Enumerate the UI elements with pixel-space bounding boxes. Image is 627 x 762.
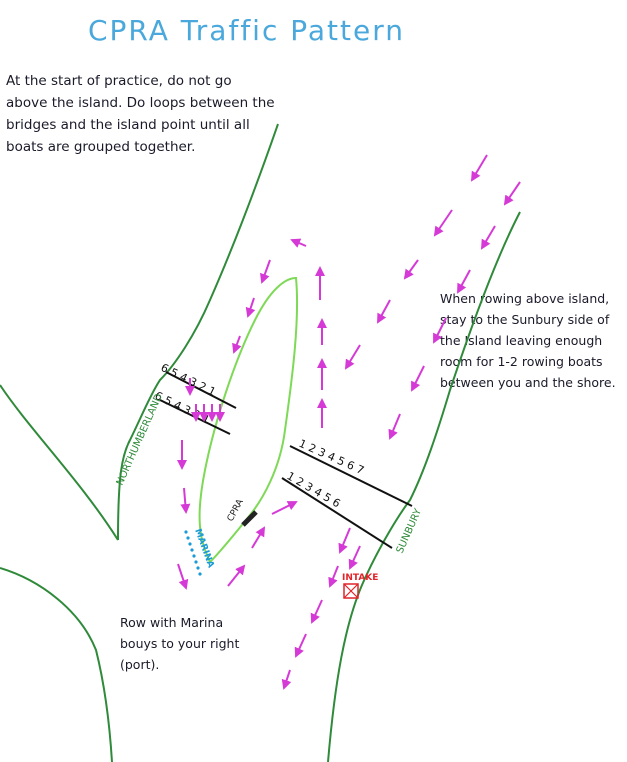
traffic-arrow	[251, 526, 266, 549]
label-sunbury: SUNBURY	[395, 506, 425, 555]
traffic-arrow	[377, 299, 391, 324]
sunbury-bridge: 1 2 3 4 5 6 7 1 2 3 4 5 6	[281, 437, 413, 549]
traffic-arrow	[338, 527, 351, 554]
traffic-arrow	[245, 297, 256, 318]
west-shore-notch	[0, 384, 119, 541]
traffic-arrow	[503, 181, 521, 206]
traffic-arrow	[457, 269, 471, 294]
traffic-arrow	[281, 669, 292, 690]
cpra-dock	[241, 510, 258, 527]
traffic-arrow	[433, 317, 447, 344]
traffic-arrow	[177, 563, 189, 590]
page-title: CPRA Traffic Pattern	[88, 14, 405, 47]
west-shore-upper	[117, 123, 279, 541]
traffic-arrow	[328, 565, 339, 588]
marina-buoys	[184, 530, 202, 576]
traffic-arrow	[470, 154, 488, 182]
label-intake: INTAKE	[342, 573, 378, 583]
island	[198, 276, 299, 564]
bridge-right-upper-spans: 1 2 3 4 5 6 7	[297, 437, 366, 477]
intake-marker: INTAKE	[342, 573, 378, 599]
traffic-arrow	[344, 344, 361, 370]
note-above-island: When rowing above island, stay to the Su…	[440, 291, 616, 390]
traffic-arrow	[411, 365, 425, 392]
traffic-arrow	[232, 335, 242, 354]
traffic-arrow	[348, 545, 361, 570]
traffic-arrow	[480, 225, 496, 250]
note-start-of-practice: At the start of practice, do not go abov…	[6, 73, 275, 155]
label-northumberland: NORTHUMBERLAND	[115, 392, 165, 487]
traffic-arrow	[388, 413, 401, 440]
traffic-arrows	[177, 154, 521, 690]
traffic-arrow	[227, 564, 246, 587]
traffic-arrow	[310, 599, 323, 624]
west-shore-lower	[0, 567, 113, 762]
traffic-arrow	[403, 259, 419, 280]
traffic-arrow	[260, 259, 271, 284]
traffic-arrow	[271, 501, 298, 515]
traffic-arrow	[294, 633, 307, 658]
label-cpra: CPRA	[226, 497, 246, 523]
traffic-arrow	[290, 238, 307, 248]
traffic-arrow	[433, 209, 453, 237]
east-shore	[327, 211, 521, 762]
traffic-arrow	[180, 487, 191, 514]
note-marina: Row with Marina bouys to your right (por…	[120, 615, 240, 672]
bridge-left-lower-spans: 6 5 4 3 2 1	[153, 389, 212, 427]
